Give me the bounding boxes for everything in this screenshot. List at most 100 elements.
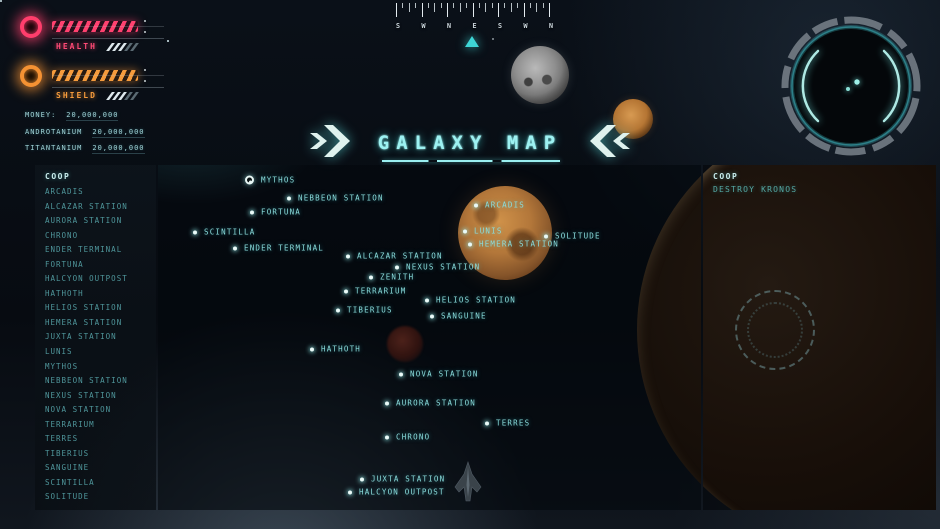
node-label: HEMERA STATION	[479, 239, 560, 249]
map-node-scintilla[interactable]: SCINTILLA	[193, 228, 255, 237]
node-label: MYTHOS	[261, 175, 296, 185]
location-item-halcyon-outpost[interactable]: HALCYON OUTPOST	[45, 274, 128, 284]
node-label: SCINTILLA	[204, 227, 256, 237]
location-item-scintilla[interactable]: SCINTILLA	[45, 477, 95, 487]
location-item-mythos[interactable]: MYTHOS	[45, 361, 79, 371]
radar-blip	[846, 87, 850, 91]
location-item-terrarium[interactable]: TERRARIUM	[45, 419, 95, 429]
location-list: ARCADIS ALCAZAR STATION AURORA STATION CHRO…	[35, 185, 156, 505]
location-item-alcazar-station[interactable]: ALCAZAR STATION	[45, 201, 128, 211]
compass-letter: W	[421, 22, 426, 30]
location-item-chrono[interactable]: CHRONO	[45, 230, 79, 240]
map-node-tiberius[interactable]: TIBERIUS	[336, 306, 393, 315]
compass-letter: E	[472, 22, 477, 30]
location-item-hathoth[interactable]: HATHOTH	[45, 288, 84, 298]
location-item-tiberius[interactable]: TIBERIUS	[45, 448, 90, 458]
resource-row: TITANTANIUM 20,000,000	[25, 144, 145, 154]
map-node-ender-terminal[interactable]: ENDER TERMINAL	[233, 244, 324, 253]
map-node-hathoth[interactable]: HATHOTH	[310, 345, 361, 354]
node-label: HALCYON OUTPOST	[359, 487, 445, 497]
map-panel[interactable]: MYTHOS NEBBEON STATION FORTUNA ARCADIS SCINT…	[158, 165, 701, 510]
location-item-helios-station[interactable]: HELIOS STATION	[45, 303, 123, 313]
node-dot-icon	[468, 242, 472, 246]
node-dot-icon	[193, 230, 197, 234]
location-item-sanguine[interactable]: SANGUINE	[45, 463, 90, 473]
map-node-terrarium[interactable]: TERRARIUM	[344, 287, 406, 296]
node-dot-icon	[385, 435, 389, 439]
location-item-hemera-station[interactable]: HEMERA STATION	[45, 317, 123, 327]
node-dot-icon	[395, 265, 399, 269]
map-node-nebbeon-station[interactable]: NEBBEON STATION	[287, 194, 384, 203]
node-dot-icon	[348, 490, 352, 494]
next-map-button[interactable]	[586, 122, 630, 160]
map-node-chrono[interactable]: CHRONO	[385, 433, 430, 442]
shield-bar-frame	[52, 75, 164, 76]
map-node-sanguine[interactable]: SANGUINE	[430, 312, 487, 321]
map-node-aurora-station[interactable]: AURORA STATION	[385, 399, 476, 408]
background-moon	[511, 46, 569, 104]
location-item-solitude[interactable]: SOLITUDE	[45, 492, 90, 502]
compass-letter: S	[395, 22, 401, 30]
map-node-halcyon-outpost[interactable]: HALCYON OUTPOST	[348, 488, 445, 497]
mission-target-ring-icon	[747, 302, 803, 358]
shield-bar: SHIELD	[18, 63, 188, 109]
resource-value: 20,000,000	[92, 144, 145, 154]
node-dot-icon	[385, 401, 389, 405]
node-label: AURORA STATION	[396, 398, 477, 408]
map-node-juxta-station[interactable]: JUXTA STATION	[360, 475, 445, 484]
title-bar: GALAXY MAP	[300, 120, 640, 166]
location-item-fortuna[interactable]: FORTUNA	[45, 259, 84, 269]
location-item-terres[interactable]: TERRES	[45, 434, 79, 444]
health-label: HEALTH	[56, 42, 97, 51]
mission-panel: COOP DESTROY KRONOS	[703, 165, 936, 510]
resource-value: 20,000,000	[66, 111, 119, 121]
node-label: JUXTA STATION	[371, 474, 446, 484]
map-node-arcadis[interactable]: ARCADIS	[474, 201, 525, 210]
map-node-zenith[interactable]: ZENITH	[369, 273, 414, 282]
prev-map-button[interactable]	[310, 122, 354, 160]
map-node-mythos[interactable]: MYTHOS	[245, 175, 296, 185]
location-item-nova-station[interactable]: NOVA STATION	[45, 405, 112, 415]
location-item-aurora-station[interactable]: AURORA STATION	[45, 216, 123, 226]
node-dot-icon	[399, 372, 403, 376]
map-node-nexus-station[interactable]: NEXUS STATION	[395, 263, 480, 272]
node-label: LUNIS	[474, 226, 503, 236]
location-item-nexus-station[interactable]: NEXUS STATION	[45, 390, 117, 400]
shield-bar-fill	[52, 69, 146, 81]
left-panel-header: COOP	[45, 172, 71, 181]
node-label: FORTUNA	[261, 207, 302, 217]
location-list-panel: COOP ARCADIS ALCAZAR STATION AURORA STATIO…	[35, 165, 156, 510]
compass-letter: S	[497, 22, 503, 30]
map-node-solitude[interactable]: SOLITUDE	[544, 232, 601, 241]
location-item-lunis[interactable]: LUNIS	[45, 347, 73, 357]
location-item-nebbeon-station[interactable]: NEBBEON STATION	[45, 376, 128, 386]
location-item-ender-terminal[interactable]: ENDER TERMINAL	[45, 245, 123, 255]
map-node-helios-station[interactable]: HELIOS STATION	[425, 296, 516, 305]
resource-label: TITANTANIUM	[25, 144, 83, 152]
player-ship-icon	[453, 461, 483, 507]
giant-dark-planet	[637, 165, 701, 510]
node-label: TIBERIUS	[347, 305, 393, 315]
location-item-juxta-station[interactable]: JUXTA STATION	[45, 332, 117, 342]
title-underline	[382, 160, 560, 162]
node-label: ARCADIS	[485, 200, 526, 210]
map-node-fortuna[interactable]: FORTUNA	[250, 208, 301, 217]
shield-orb-icon	[20, 65, 42, 87]
node-dot-icon	[346, 254, 350, 258]
map-node-alcazar-station[interactable]: ALCAZAR STATION	[346, 252, 443, 261]
map-node-terres[interactable]: TERRES	[485, 419, 530, 428]
right-panel-header: COOP	[713, 172, 739, 181]
node-dot-icon	[474, 203, 478, 207]
map-node-nova-station[interactable]: NOVA STATION	[399, 370, 479, 379]
compass-ticks	[396, 3, 556, 18]
map-node-lunis[interactable]: LUNIS	[463, 227, 503, 236]
node-dot-icon	[544, 234, 548, 238]
map-node-hemera-station[interactable]: HEMERA STATION	[468, 240, 559, 249]
mission-target-ring-icon	[735, 290, 815, 370]
health-bar-fill	[52, 20, 146, 32]
location-item-arcadis[interactable]: ARCADIS	[45, 187, 84, 196]
slash-marks-icon	[106, 90, 139, 100]
